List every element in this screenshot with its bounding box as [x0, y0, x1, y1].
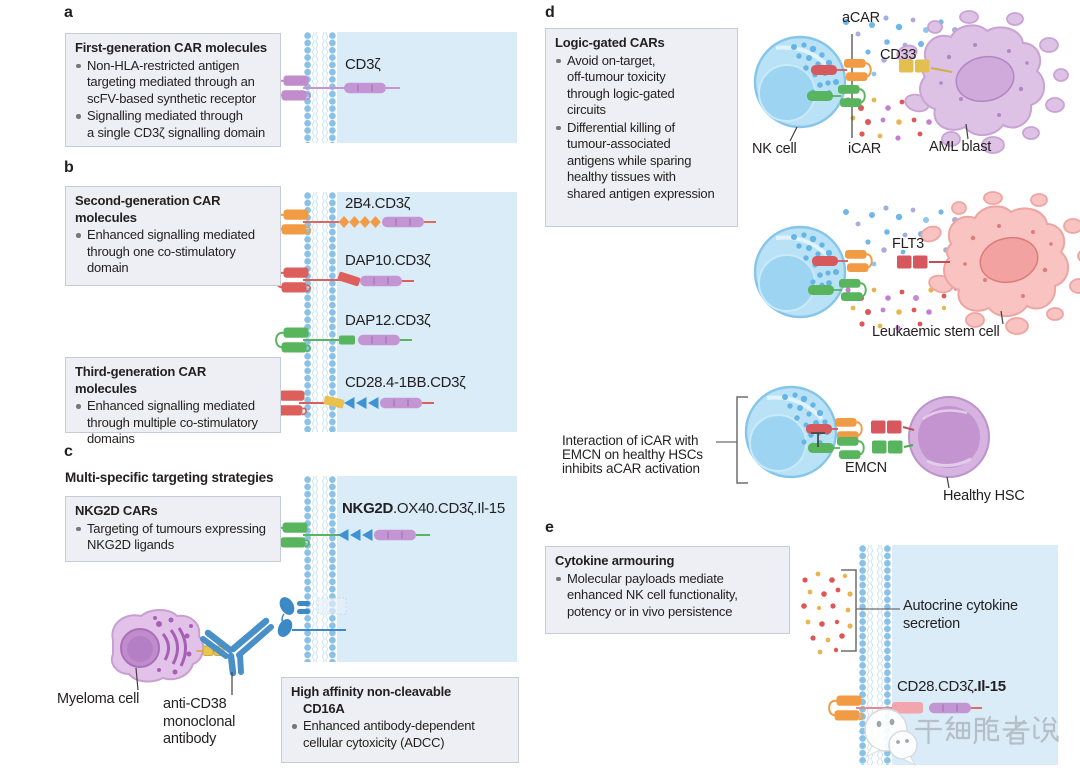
receptor-cd16a [277, 597, 347, 637]
label-dap10: DAP10.CD3ζ [345, 252, 431, 269]
box-third-generation: Third-generation CAR molecules Enhanced … [65, 357, 281, 446]
bullet: Enhanced signalling mediated through mul… [75, 398, 271, 448]
box-first-generation: First-generation CAR molecules Non-HLA-r… [65, 33, 281, 147]
bullet: Non-HLA-restricted antigen targeting med… [75, 58, 271, 108]
bullet: Enhanced antibody-dependent cellular cyt… [291, 718, 509, 751]
icar-receptor-2 [808, 278, 867, 302]
receptor-dap10 [275, 266, 414, 294]
label-healthy-hsc: Healthy HSC [943, 488, 1025, 504]
box-title: Second-generation CAR molecules [75, 193, 221, 225]
box-title: Cytokine armouring [555, 553, 675, 568]
receptor-cd3z [275, 74, 400, 102]
label-cd28-41bb: CD28.4-1BB.CD3ζ [345, 374, 466, 391]
myeloma-cell [111, 609, 205, 683]
panel-letter-b: b [64, 159, 74, 176]
bullet: Molecular payloads mediate enhanced NK c… [555, 571, 780, 621]
label-cd28-normal: CD28.CD3ζ [897, 678, 974, 695]
label-nkg2d-rest: .OX40.CD3ζ.Il-15 [393, 500, 505, 517]
label-myeloma: Myeloma cell [57, 691, 140, 707]
icar-receptor-1 [807, 84, 866, 108]
acar-receptor-3 [806, 417, 863, 441]
acar-receptor-2 [812, 249, 873, 273]
label-anti-cd38: anti-CD38 monoclonal antibody [163, 696, 236, 747]
box-title: Logic-gated CARs [555, 35, 665, 50]
aml-blast-cell [895, 11, 1068, 153]
interaction-bracket [736, 396, 748, 484]
label-2b4: 2B4.CD3ζ [345, 195, 411, 212]
myeloma-pointer-line [135, 667, 139, 691]
box-logic-gated: Logic-gated CARs Avoid on-target, off-tu… [545, 28, 738, 227]
receptor-cd28-41bb [271, 389, 434, 417]
box-cd16a: High affinity non-cleavable CD16A Enhanc… [281, 677, 519, 763]
bullet-list: Molecular payloads mediate enhanced NK c… [555, 571, 780, 621]
label-autocrine: Autocrine cytokine secretion [903, 598, 1018, 632]
lsc-pointer [1000, 310, 1004, 325]
receptor-cd28-il15 [828, 694, 982, 722]
bullet: Avoid on-target, off-tumour toxicity thr… [555, 53, 728, 119]
label-nk-cell: NK cell [752, 141, 797, 157]
label-lsc: Leukaemic stem cell [872, 324, 1000, 340]
box-title: High affinity non-cleavable CD16A [291, 684, 452, 716]
label-cd28-il15: CD28.CD3ζ.Il-15 [897, 679, 1006, 695]
box-cytokine-armouring: Cytokine armouring Molecular payloads me… [545, 546, 790, 634]
inhibition-tbar [811, 432, 825, 447]
box-second-generation: Second-generation CAR molecules Enhanced… [65, 186, 281, 286]
nk-cell-2 [753, 225, 847, 319]
box-title: First-generation CAR molecules [75, 40, 267, 55]
bullet: Targeting of tumours expressing NKG2D li… [75, 521, 271, 554]
flt3-antigen [897, 255, 950, 269]
bullet: Differential killing of tumour-associate… [555, 120, 728, 203]
bullet-list: Enhanced signalling mediated through mul… [75, 398, 271, 448]
nk-cell-1 [753, 35, 847, 129]
label-flt3: FLT3 [892, 236, 924, 252]
label-acar: aCAR [842, 10, 880, 26]
panel-letter-c: c [64, 443, 73, 460]
bullet-list: Targeting of tumours expressing NKG2D li… [75, 521, 271, 554]
label-interaction: Interaction of iCAR with EMCN on healthy… [562, 433, 703, 476]
healthy-hsc-cell [907, 395, 991, 479]
label-nkg2d-bold: NKG2D [342, 500, 394, 517]
label-nkg2d-car: NKG2D.OX40.CD3ζ.Il-15 [342, 501, 505, 517]
watermark-logo [864, 708, 918, 767]
cd33-antigen [899, 59, 953, 73]
panel-letter-d: d [545, 4, 555, 21]
emcn-antigen-green [872, 440, 914, 454]
box-nkg2d-cars: NKG2D CARs Targeting of tumours expressi… [65, 496, 281, 562]
box-title: NKG2D CARs [75, 503, 158, 518]
label-aml-blast: AML blast [929, 139, 992, 155]
label-il15-bold: .Il-15 [973, 678, 1006, 695]
receptor-2b4 [275, 208, 436, 236]
panel-letter-a: a [64, 4, 73, 21]
bullet: Signalling mediated through a single CD3… [75, 108, 271, 141]
emcn-antigen-red [871, 420, 915, 434]
label-emcn: EMCN [845, 460, 887, 476]
box-title: Third-generation CAR molecules [75, 364, 207, 396]
acar-receptor-1 [811, 58, 872, 82]
icar-receptor-3 [808, 436, 865, 460]
bullet: Enhanced signalling mediated through one… [75, 227, 271, 277]
label-cd3z: CD3ζ [345, 56, 381, 73]
bullet-list: Enhanced antibody-dependent cellular cyt… [291, 718, 509, 751]
panel-letter-e: e [545, 519, 554, 536]
bullet-list: Non-HLA-restricted antigen targeting med… [75, 58, 271, 142]
label-icar: iCAR [848, 141, 882, 157]
antibody-icon [196, 617, 274, 677]
bullet-list: Avoid on-target, off-tumour toxicity thr… [555, 53, 728, 203]
watermark-text-glyphs [914, 715, 1059, 745]
watermark-text: 干细胞者说 [912, 710, 1080, 759]
receptor-dap12 [275, 326, 412, 354]
label-cd33: CD33 [880, 47, 917, 63]
cytokine-bracket [841, 569, 857, 652]
bullet-list: Enhanced signalling mediated through one… [75, 227, 271, 277]
multispecific-heading: Multi-specific targeting strategies [65, 470, 274, 485]
cytokine-dots [801, 571, 853, 655]
aml-pointer [965, 123, 969, 140]
nk-cell-pointer [789, 126, 798, 142]
receptor-nkg2d [274, 521, 430, 549]
label-dap12: DAP12.CD3ζ [345, 312, 431, 329]
hsc-pointer [946, 476, 950, 489]
